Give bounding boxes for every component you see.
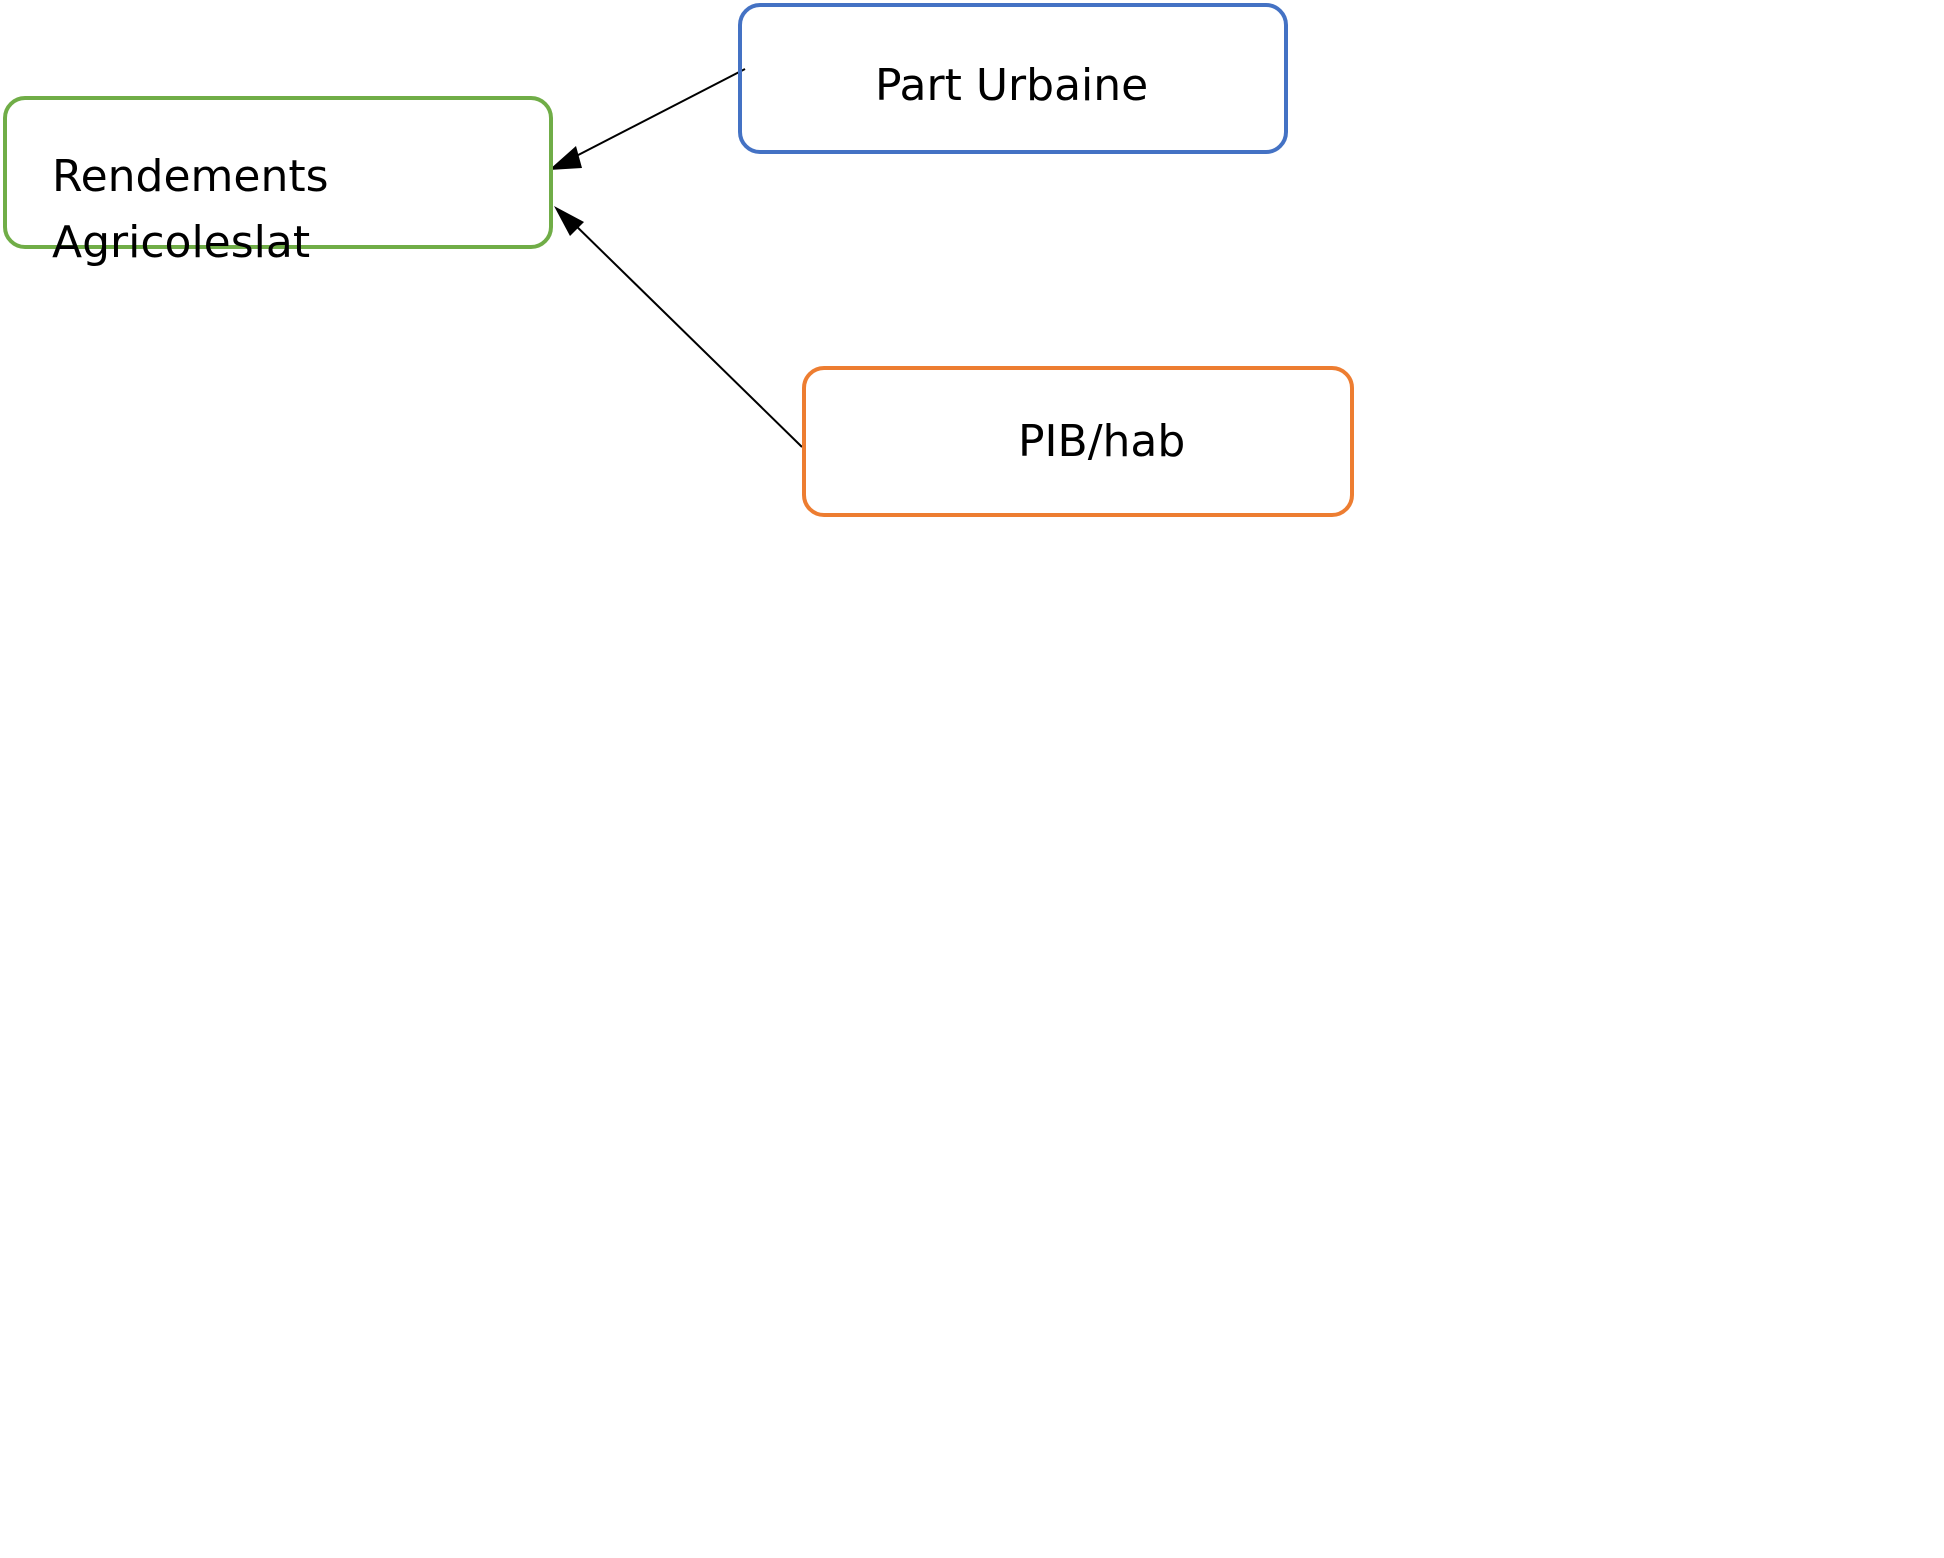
- arrow-urbaine-to-rendements: [552, 68, 746, 169]
- arrow-pib-to-rendements: [567, 217, 803, 448]
- node-part-urbaine: Part Urbaine: [738, 3, 1288, 154]
- node-pib-label: PIB/hab: [1018, 416, 1186, 467]
- node-rendements-label: Rendements Agricoleslat: [52, 151, 329, 268]
- arrowhead-pib-to-rendements: [554, 206, 584, 236]
- node-urbaine-label: Part Urbaine: [875, 60, 1149, 111]
- node-pib-hab: PIB/hab: [802, 366, 1354, 517]
- node-rendements-agricoles: Rendements Agricoleslat: [3, 96, 553, 268]
- arrowhead-urbaine-to-rendements: [549, 146, 582, 170]
